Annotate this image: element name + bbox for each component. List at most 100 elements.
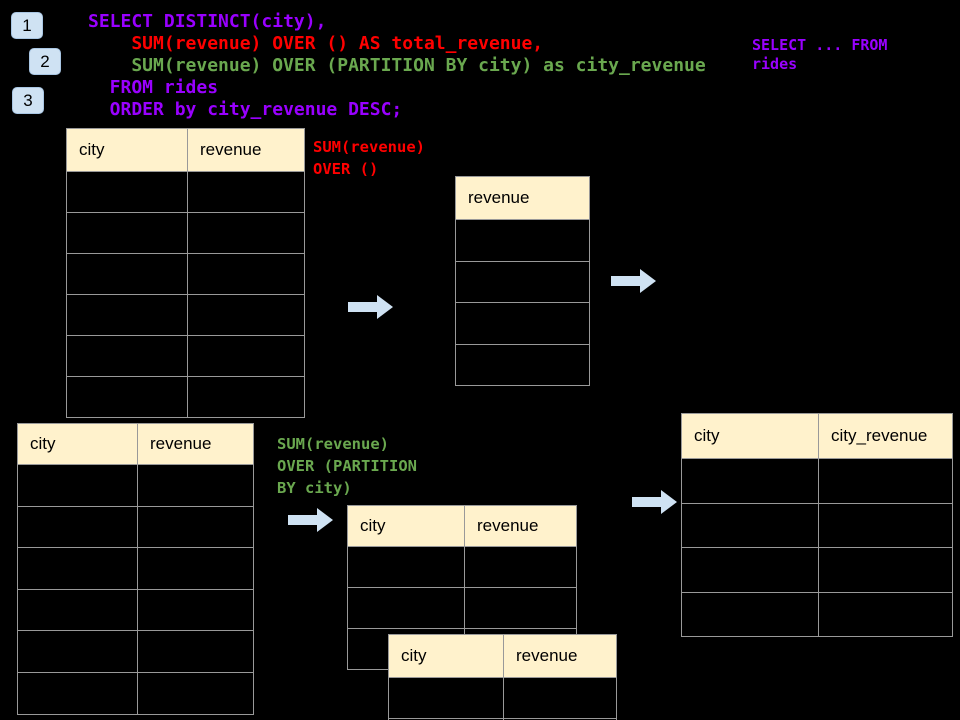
column-header: city_revenue [818,414,952,458]
table-row [389,677,616,718]
table-row [456,343,589,386]
table-cell [348,547,464,587]
sql-query-code: SELECT DISTINCT(city),SUM(revenue) OVER … [88,11,706,121]
column-header: revenue [503,635,616,677]
table-cell [456,345,589,386]
code-line: rides [752,55,798,73]
table-header-row: city revenue [18,424,253,464]
table-cell [682,459,818,503]
table-cell [818,548,952,592]
table-row [682,458,952,503]
column-header: revenue [187,129,304,171]
table-cell [818,459,952,503]
table-cell [187,295,304,335]
table-cell [187,336,304,376]
table-cell [18,465,137,506]
table-header-row: city revenue [348,506,576,546]
table-cell [67,172,187,212]
table-cell [682,593,818,637]
table-cell [137,465,253,506]
table-cell [67,213,187,253]
partition-annotation: SUM(revenue) OVER (PARTITION BY city) [277,433,417,499]
code-line: SUM(revenue) OVER () AS total_revenue, [131,33,544,54]
code-line: SELECT ... FROM [752,36,888,54]
table-cell [818,503,952,547]
table-row [456,219,589,261]
table-cell [18,507,137,548]
total-revenue-annotation: SUM(revenue)OVER () [313,136,425,180]
step-badge-1: 1 [11,12,43,39]
column-header: city [401,646,427,665]
table-cell [137,506,253,548]
table-partition-b: city revenue [388,634,617,720]
table-cell [682,548,818,592]
table-row [67,335,304,376]
table-cell [67,295,187,335]
table-cell [137,548,253,589]
table-cell [464,547,576,587]
table-cell [818,592,952,636]
code-line: BY city) [277,479,352,497]
table-rides-source-bottom: city revenue [17,423,254,715]
table-row [682,591,952,637]
code-line: SUM(revenue) [277,435,389,453]
table-header-row: city revenue [67,129,304,171]
flow-arrow-icon [611,269,656,293]
step-badge-2-label: 2 [40,51,50,71]
table-header-row: revenue [456,177,589,219]
column-header: city [30,434,56,453]
table-row [456,302,589,344]
step-badge-3: 3 [12,87,44,114]
table-cell [67,336,187,376]
table-cell [137,631,253,672]
table-row [18,630,253,672]
table-row [682,502,952,548]
table-cell [137,672,253,714]
step-badge-1-label: 1 [22,15,32,35]
table-row [67,376,304,417]
table-rides-source-top: city revenue [66,128,305,418]
column-header: city [79,140,105,159]
flow-arrow-icon [632,490,677,514]
table-city-revenue-result: city city_revenue [681,413,953,637]
table-cell [137,589,253,631]
step-badge-2: 2 [29,48,61,75]
table-cell [348,588,464,628]
table-header-row: city city_revenue [682,414,952,458]
table-row [682,547,952,592]
table-cell [682,504,818,548]
table-header-row: city revenue [389,635,616,677]
table-cell [18,590,137,631]
code-line: SELECT DISTINCT(city), [88,11,327,32]
flow-arrow-icon [348,295,393,319]
table-cell [67,254,187,294]
table-cell [67,377,187,417]
table-cell [456,262,589,303]
table-cell [456,303,589,344]
table-row [18,464,253,506]
table-total-revenue-result: revenue [455,176,590,386]
table-cell [503,678,616,718]
table-row [67,294,304,335]
table-row [456,260,589,303]
table-cell [464,588,576,628]
table-cell [18,631,137,672]
column-header: revenue [464,506,576,546]
code-line: FROM rides [109,77,219,98]
table-cell [187,377,304,417]
table-cell [187,172,304,212]
table-row [18,505,253,548]
table-row [67,171,304,212]
table-cell [18,548,137,589]
table-row [348,587,576,628]
column-header: city [694,426,720,445]
flow-arrow-icon [288,508,333,532]
table-row [348,546,576,587]
column-header: city [360,516,386,535]
table-partition-a: city revenue [347,505,577,670]
column-header: revenue [137,424,253,464]
column-header: revenue [468,188,530,207]
code-line: SUM(revenue) OVER (PARTITION BY city) as… [131,55,706,76]
code-line: OVER (PARTITION [277,457,417,475]
